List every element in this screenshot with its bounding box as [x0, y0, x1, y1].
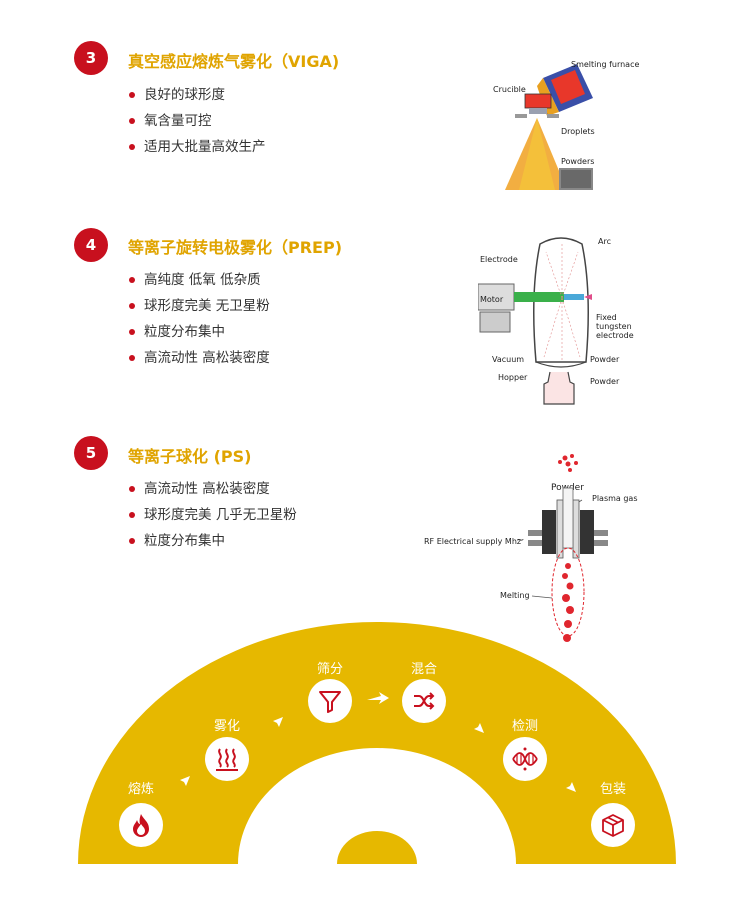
section-number: 3 — [74, 41, 108, 75]
plasma-gas-label: Plasma gas — [592, 494, 638, 503]
powders-label: Powders — [561, 157, 594, 166]
step-label-mixing: 混合 — [410, 662, 438, 677]
rf-supply-label: RF Electrical supply Mhz — [424, 537, 521, 546]
list-item: 良好的球形度 — [128, 82, 266, 108]
funnel-icon — [319, 691, 341, 713]
package-icon — [602, 814, 624, 837]
list-item: 氧含量可控 — [128, 108, 266, 134]
section-title: 等离子旋转电极雾化（PREP) — [128, 238, 343, 257]
step-sieving — [308, 679, 352, 723]
electrode2-label: electrode — [596, 331, 634, 340]
tungsten-label: tungsten — [596, 322, 632, 331]
section-number: 5 — [74, 436, 108, 470]
crucible-label: Crucible — [493, 85, 526, 94]
droplets-label: Droplets — [561, 127, 595, 136]
step-mixing — [402, 679, 446, 723]
chevron-arrow-icon — [174, 776, 190, 792]
process-arc-background — [78, 622, 676, 864]
step-label-smelting: 熔炼 — [127, 782, 155, 797]
step-label-testing: 检测 — [511, 719, 539, 734]
flame-icon — [133, 814, 149, 837]
list-item: 粒度分布集中 — [128, 528, 297, 554]
dna-icon — [512, 747, 538, 771]
furnace-label: Smelting furnace — [571, 60, 639, 69]
smelting-furnace-icon — [537, 64, 593, 116]
chevron-arrow-icon — [367, 692, 389, 704]
step-label-atomizing: 雾化 — [213, 719, 241, 734]
chevron-arrow-icon — [267, 717, 283, 733]
fixed-label: Fixed — [596, 313, 617, 322]
feature-list: 高流动性 高松装密度 球形度完美 几乎无卫星粉 粒度分布集中 — [128, 476, 297, 554]
step-testing — [503, 737, 547, 781]
list-item: 适用大批量高效生产 — [128, 134, 266, 160]
viga-diagram: Smelting furnace Crucible Droplets Powde… — [493, 60, 639, 190]
arc-label: Arc — [598, 237, 611, 246]
motor-label: Motor — [480, 295, 504, 304]
feature-list: 高纯度 低氧 低杂质 球形度完美 无卫星粉 粒度分布集中 高流动性 高松装密度 — [128, 267, 270, 371]
step-label-sieving: 筛分 — [316, 662, 344, 677]
electrode-label: Electrode — [480, 255, 518, 264]
chevron-arrow-icon — [468, 717, 484, 733]
process-flow: 熔炼 雾化 筛分 混合 — [78, 622, 676, 864]
list-item: 高流动性 高松装密度 — [128, 476, 297, 502]
list-item: 粒度分布集中 — [128, 319, 270, 345]
step-smelting — [119, 803, 163, 847]
step-atomizing — [205, 737, 249, 781]
feature-list: 良好的球形度 氧含量可控 适用大批量高效生产 — [128, 82, 266, 160]
ac-wave-icon: ~ — [516, 535, 524, 546]
shuffle-icon — [414, 692, 435, 710]
steam-icon — [216, 748, 238, 771]
ps-diagram: Powder Plasma gas RF Electrical supply M… — [424, 454, 638, 642]
chevron-arrow-icon — [560, 776, 576, 792]
melting-label: Melting — [500, 591, 530, 600]
powder-label-2: Powder — [590, 377, 620, 386]
list-item: 高纯度 低氧 低杂质 — [128, 267, 270, 293]
prep-diagram: Arc Electrode Motor Fixed tungsten elect… — [478, 237, 634, 405]
section-title: 真空感应熔炼气雾化（VIGA) — [128, 52, 340, 71]
powder-label: Powder — [590, 355, 620, 364]
list-item: 高流动性 高松装密度 — [128, 345, 270, 371]
vacuum-label: Vacuum — [492, 355, 524, 364]
hopper-label: Hopper — [498, 373, 528, 382]
section-number: 4 — [74, 228, 108, 262]
list-item: 球形度完美 几乎无卫星粉 — [128, 502, 297, 528]
step-packaging — [591, 803, 635, 847]
list-item: 球形度完美 无卫星粉 — [128, 293, 270, 319]
step-label-packaging: 包装 — [599, 782, 627, 797]
section-title: 等离子球化 (PS) — [128, 447, 252, 466]
